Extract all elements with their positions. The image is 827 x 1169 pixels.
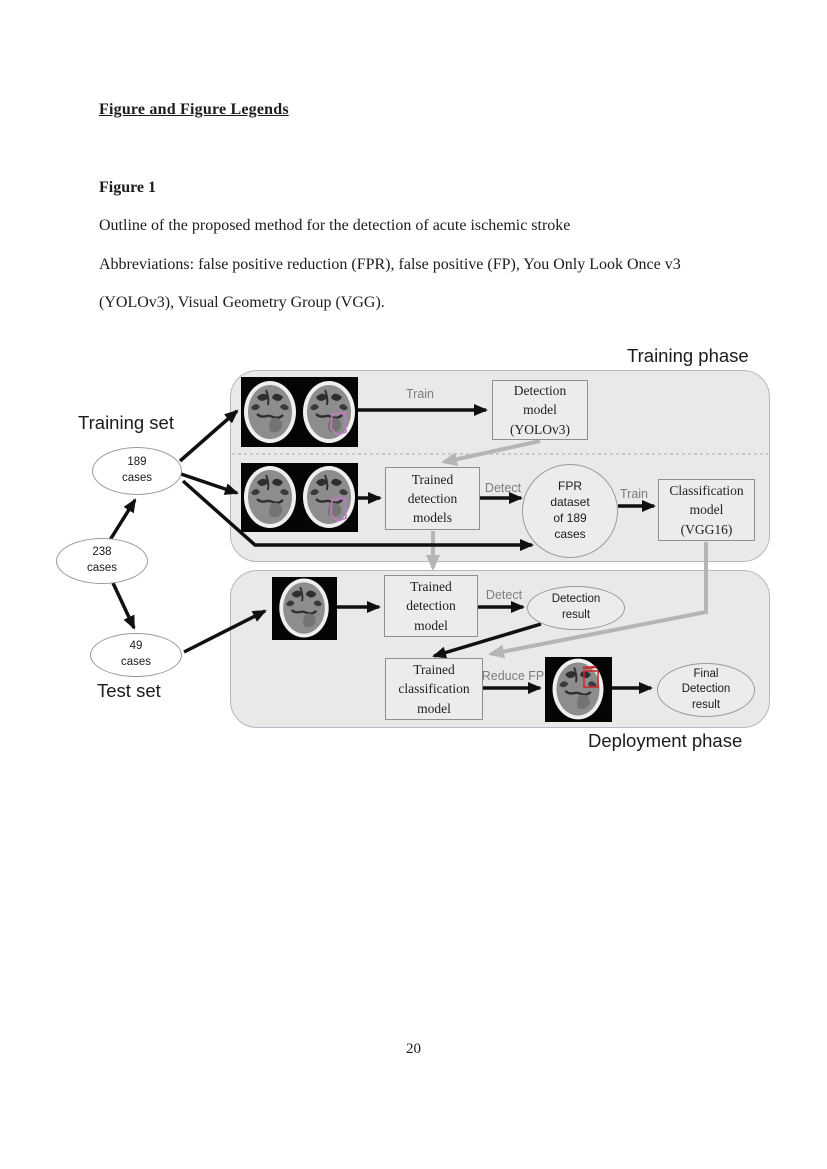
node-trained-classification-model: Trained classification model: [385, 658, 483, 720]
node-detection-model-yolov3: Detection model (YOLOv3): [492, 380, 588, 440]
node-final-detection-result: Final Detection result: [657, 663, 755, 717]
node-detection-result: Detection result: [527, 586, 625, 630]
figure-label: Figure 1: [99, 179, 157, 196]
edge-label-reduce-fp: Reduce FP: [481, 669, 545, 683]
edge-label-train-detection: Train: [405, 387, 434, 401]
arrow-238-to-49: [111, 582, 136, 630]
section-heading: Figure and Figure Legends: [99, 101, 289, 118]
node-trained-detection-models: Trained detection models: [385, 467, 480, 530]
edge-label-detect-fpr: Detect: [484, 481, 522, 495]
caption-line: (YOLOv3), Visual Geometry Group (VGG).: [99, 294, 385, 311]
deployment-phase-label: Deployment phase: [588, 730, 743, 751]
page-number: 20: [406, 1041, 421, 1057]
node-49-cases: 49 cases: [90, 633, 182, 677]
caption-line: Outline of the proposed method for the d…: [99, 217, 571, 234]
arrow-189-to-train-images-1: [178, 409, 239, 463]
test-set-label: Test set: [97, 680, 161, 701]
node-189-cases: 189 cases: [92, 447, 182, 495]
node-classification-model-vgg16: Classification model (VGG16): [658, 479, 755, 541]
arrow-189-to-train-images-2: [180, 472, 239, 495]
edge-label-train-classification: Train: [619, 487, 648, 501]
node-trained-detection-model: Trained detection model: [384, 575, 478, 637]
edge-label-detect-result: Detect: [485, 588, 523, 602]
training-set-label: Training set: [78, 412, 174, 433]
node-fpr-dataset: FPR dataset of 189 cases: [522, 464, 618, 558]
caption-line: Abbreviations: false positive reduction …: [99, 256, 681, 273]
arrow-238-to-189: [108, 498, 137, 541]
node-238-cases: 238 cases: [56, 538, 148, 584]
training-phase-label: Training phase: [627, 345, 749, 366]
